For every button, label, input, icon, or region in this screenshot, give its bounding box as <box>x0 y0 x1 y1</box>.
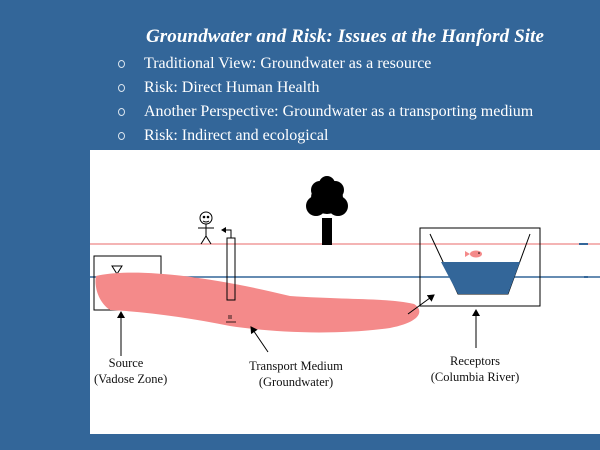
bullet-icon <box>118 108 125 116</box>
transport-label: Transport Medium (Groundwater) <box>236 358 356 390</box>
source-label: Source (Vadose Zone) <box>94 355 168 387</box>
bullet-icon <box>118 84 125 92</box>
person-icon <box>198 211 214 245</box>
receptors-label-line1: Receptors <box>450 354 500 368</box>
bullet-list: Traditional View: Groundwater as a resou… <box>118 53 533 149</box>
bullet-item: Traditional View: Groundwater as a resou… <box>118 53 533 77</box>
plume-to-river-arrow <box>407 294 435 315</box>
transport-arrow <box>250 326 269 353</box>
receptors-label: Receptors (Columbia River) <box>420 353 530 385</box>
bullet-text: Traditional View: Groundwater as a resou… <box>144 55 432 72</box>
receptor-box <box>419 227 541 307</box>
transport-label-line1: Transport Medium <box>249 359 343 373</box>
bullet-item: Risk: Indirect and ecological <box>118 125 533 149</box>
source-label-line2: (Vadose Zone) <box>94 372 168 386</box>
bullet-text: Risk: Direct Human Health <box>144 79 320 96</box>
diagram-panel: Source (Vadose Zone) Transport Medium (G… <box>90 150 600 434</box>
tree-icon <box>306 176 348 245</box>
source-label-line1: Source <box>108 356 144 370</box>
bullet-item: Another Perspective: Groundwater as a tr… <box>118 101 533 125</box>
bullet-item: Risk: Direct Human Health <box>118 77 533 101</box>
river-water <box>441 262 520 294</box>
fish-icon <box>465 250 482 258</box>
contaminant-plume <box>95 272 420 333</box>
bullet-icon <box>118 132 125 140</box>
receptors-label-line2: (Columbia River) <box>430 370 520 384</box>
bullet-text: Another Perspective: Groundwater as a tr… <box>144 103 534 120</box>
groundwater-diagram <box>90 176 600 356</box>
water-table-symbol <box>111 265 123 275</box>
bullet-icon <box>118 60 125 68</box>
transport-label-line2: (Groundwater) <box>258 375 334 389</box>
slide-title: Groundwater and Risk: Issues at the Hanf… <box>145 26 545 47</box>
bullet-text: Risk: Indirect and ecological <box>144 127 329 144</box>
